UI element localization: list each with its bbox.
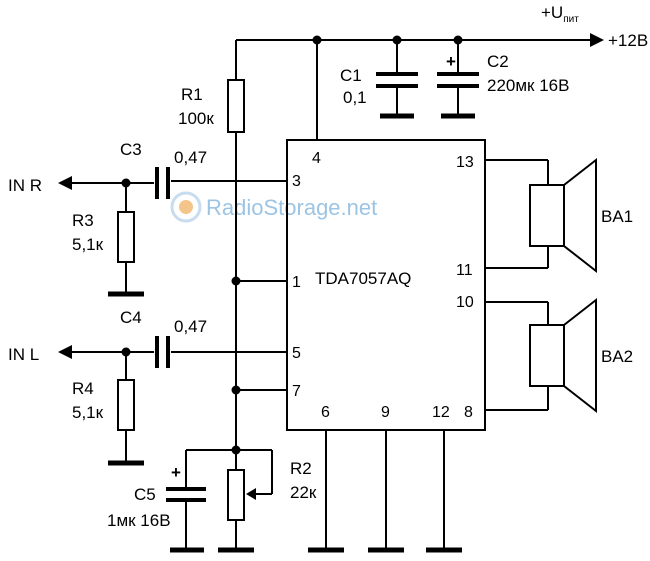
pin-7-label: 7 (292, 383, 301, 400)
c1-value: 0,1 (343, 88, 367, 107)
pin-13-label: 13 (456, 154, 474, 171)
pin-1-label: 1 (292, 274, 301, 291)
ic-name: TDA7057AQ (315, 269, 411, 288)
watermark-logo-icon (170, 191, 202, 223)
capacitor-c2 (437, 40, 479, 119)
input-left-path (58, 336, 287, 466)
pin-12-label: 12 (432, 404, 450, 421)
c5-value: 1мк 16В (107, 511, 171, 530)
pin-6-label: 6 (321, 404, 330, 421)
pin-5-label: 5 (292, 345, 301, 362)
c4-value: 0,47 (174, 317, 207, 336)
r4-name: R4 (72, 379, 94, 398)
pin-3-label: 3 (292, 173, 301, 190)
watermark-logo-core-icon (179, 200, 193, 214)
potentiometer-r2 (218, 449, 273, 553)
c5-name: C5 (134, 485, 156, 504)
r1-name: R1 (181, 85, 203, 104)
watermark-text: RadioStorage.net (206, 195, 377, 220)
c2-value: 220мк 16В (487, 76, 569, 95)
resistor-r1 (227, 40, 245, 450)
capacitor-c5 (166, 449, 236, 553)
input-right-path (58, 167, 170, 297)
wiper-arrow-icon (246, 488, 256, 500)
capacitor-c1 (376, 40, 418, 119)
speaker-ba2 (485, 297, 597, 414)
c2-polarity: + (446, 52, 456, 71)
supply-arrow-icon (590, 33, 604, 47)
c5-polarity: + (171, 463, 181, 482)
c3-name: C3 (120, 140, 142, 159)
r1-value: 100к (178, 109, 214, 128)
input-right-label: IN R (8, 176, 42, 195)
speaker-ba2-icon (529, 324, 565, 387)
supply-rail (236, 33, 604, 47)
speaker-ba1-icon (529, 184, 565, 247)
c3-value: 0,47 (174, 148, 207, 167)
ba1-name: BA1 (601, 207, 633, 226)
pin-10-label: 10 (456, 294, 474, 311)
input-left-arrow-icon (58, 345, 72, 359)
speaker-ba1 (485, 157, 597, 274)
supply-voltage: +12В (608, 31, 648, 50)
pin-8-label: 8 (464, 404, 473, 421)
input-right-arrow-icon (58, 176, 72, 190)
c4-name: C4 (120, 308, 142, 327)
c2-name: C2 (487, 52, 509, 71)
input-left-label: IN L (8, 345, 39, 364)
pin-4-label: 4 (312, 150, 321, 167)
r2-name: R2 (290, 459, 312, 478)
watermark: RadioStorage.net (170, 191, 377, 223)
supply-label: +Uпит (541, 3, 579, 25)
r4-value: 5,1к (72, 403, 104, 422)
pin-9-label: 9 (381, 404, 390, 421)
r3-value: 5,1к (72, 235, 104, 254)
r3-name: R3 (72, 211, 94, 230)
ground-pins (308, 430, 462, 553)
ba2-name: BA2 (601, 347, 633, 366)
c1-name: C1 (340, 66, 362, 85)
r2-value: 22к (290, 483, 317, 502)
pin-11-label: 11 (456, 262, 473, 279)
